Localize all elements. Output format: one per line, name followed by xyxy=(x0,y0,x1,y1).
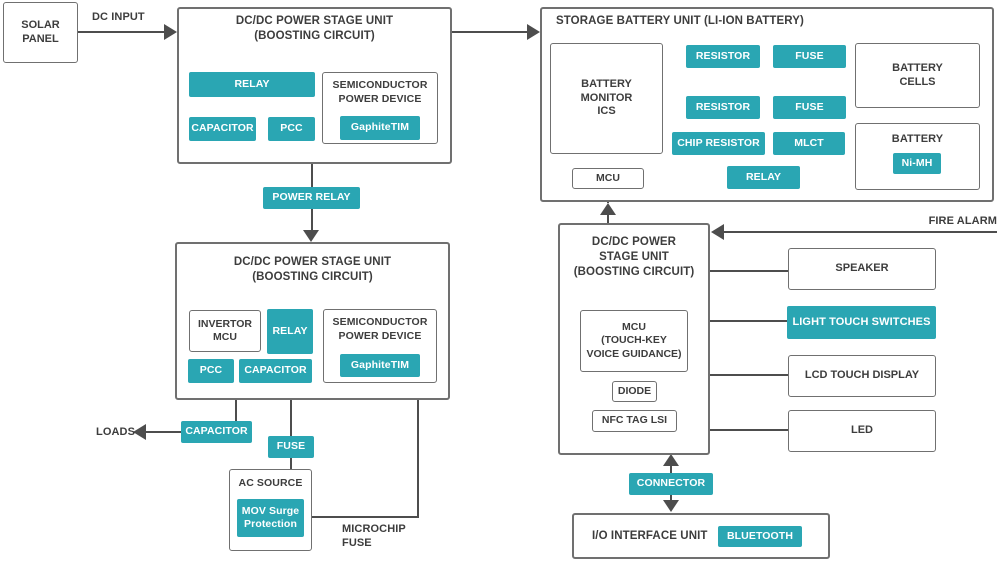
dc-input-arrow-icon xyxy=(164,24,177,40)
storage-unit3-line xyxy=(607,215,609,223)
unit2-microchip-line-v xyxy=(417,400,419,518)
power-relay-arrow-icon xyxy=(303,230,319,242)
powerrelay-unit2-line xyxy=(311,209,313,231)
resistor-chip: RESISTOR xyxy=(686,45,760,68)
semiconductor2-title: SEMICONDUCTOR POWER DEVICE xyxy=(332,316,428,342)
unit3-title: DC/DC POWER STAGE UNIT (BOOSTING CIRCUIT… xyxy=(573,236,695,278)
storage-input-arrow-icon xyxy=(527,24,540,40)
connector-chip: CONNECTOR xyxy=(629,473,713,495)
fuse-chip: FUSE xyxy=(268,436,314,458)
fire-alarm-arrow-icon xyxy=(711,224,724,240)
battery-monitor-box: BATTERY MONITOR ICS xyxy=(550,43,663,154)
mlct-chip: MLCT xyxy=(773,132,845,155)
speaker-box: SPEAKER xyxy=(788,248,936,290)
diode-box: DIODE xyxy=(612,381,657,402)
pcc-chip: PCC xyxy=(268,117,315,141)
relay-chip: RELAY xyxy=(727,166,800,189)
mcu-box: MCU xyxy=(572,168,644,189)
graphite-tim-chip: GaphiteTIM xyxy=(340,116,420,140)
relay-chip: RELAY xyxy=(189,72,315,97)
relay-chip: RELAY xyxy=(267,309,313,354)
ni-mh-chip: Ni-MH xyxy=(893,153,941,174)
fuse-chip: FUSE xyxy=(773,96,846,119)
fuse-chip: FUSE xyxy=(773,45,846,68)
power-relay-chip: POWER RELAY xyxy=(263,187,360,209)
storage-title: STORAGE BATTERY UNIT (LI-ION BATTERY) xyxy=(556,15,804,27)
loads-label: LOADS xyxy=(96,426,135,438)
fire-alarm-line xyxy=(723,231,997,233)
light-touch-switches-chip: LIGHT TOUCH SWITCHES xyxy=(787,306,936,339)
unit2-microchip-line-h xyxy=(312,516,419,518)
fuse-acsource-line xyxy=(290,458,292,470)
unit3-connector-line xyxy=(670,466,672,473)
ac-source-title: AC SOURCE xyxy=(238,477,303,489)
mcu-touchkey-box: MCU (TOUCH-KEY VOICE GUIDANCE) xyxy=(580,310,688,372)
loads-arrow-icon xyxy=(133,424,146,440)
capacitor-chip: CAPACITOR xyxy=(239,359,312,383)
battery-cells-box: BATTERY CELLS xyxy=(855,43,980,108)
unit1-powerrelay-line xyxy=(311,164,313,188)
led-box: LED xyxy=(788,410,936,452)
invertor-mcu-box: INVERTOR MCU xyxy=(189,310,261,352)
resistor-chip: RESISTOR xyxy=(686,96,760,119)
unit3-lightswitch-line xyxy=(710,320,788,322)
connector-up-arrow-icon xyxy=(663,454,679,466)
semiconductor1-title: SEMICONDUCTOR POWER DEVICE xyxy=(332,79,428,105)
dc-input-label: DC INPUT xyxy=(92,11,145,23)
capacitor-chip: CAPACITOR xyxy=(189,117,256,141)
unit1-storage-line xyxy=(452,31,528,33)
solar-panel-box: SOLAR PANEL xyxy=(3,2,78,63)
storage-mcu-arrow-icon xyxy=(600,203,616,215)
connector-down-arrow-icon xyxy=(663,500,679,512)
graphite-tim-chip: GaphiteTIM xyxy=(340,354,420,377)
unit1-title: DC/DC POWER STAGE UNIT (BOOSTING CIRCUIT… xyxy=(235,15,394,42)
chip-resistor-chip: CHIP RESISTOR xyxy=(672,132,765,155)
fire-alarm-label: FIRE ALARM xyxy=(928,215,997,227)
battery-title: BATTERY xyxy=(891,133,944,145)
unit3-speaker-line xyxy=(710,270,788,272)
unit2-capacitor-line xyxy=(235,400,237,421)
unit2-fuse-line xyxy=(290,400,292,436)
unit3-lcd-line xyxy=(710,374,788,376)
unit3-led-line xyxy=(710,429,788,431)
capacitor-loads-line xyxy=(146,431,181,433)
solar-dc-line xyxy=(78,31,165,33)
pcc-chip: PCC xyxy=(188,359,234,383)
nfc-tag-lsi-box: NFC TAG LSI xyxy=(592,410,677,432)
mov-surge-chip: MOV Surge Protection xyxy=(237,499,304,537)
connector-io-line xyxy=(670,495,672,501)
microchip-fuse-label: MICROCHIP FUSE xyxy=(342,523,406,550)
unit2-title: DC/DC POWER STAGE UNIT (BOOSTING CIRCUIT… xyxy=(233,256,392,283)
capacitor-chip: CAPACITOR xyxy=(181,421,252,443)
bluetooth-chip: BLUETOOTH xyxy=(718,526,802,547)
io-interface-title: I/O INTERFACE UNIT xyxy=(592,530,708,542)
lcd-touch-display-box: LCD TOUCH DISPLAY xyxy=(788,355,936,397)
